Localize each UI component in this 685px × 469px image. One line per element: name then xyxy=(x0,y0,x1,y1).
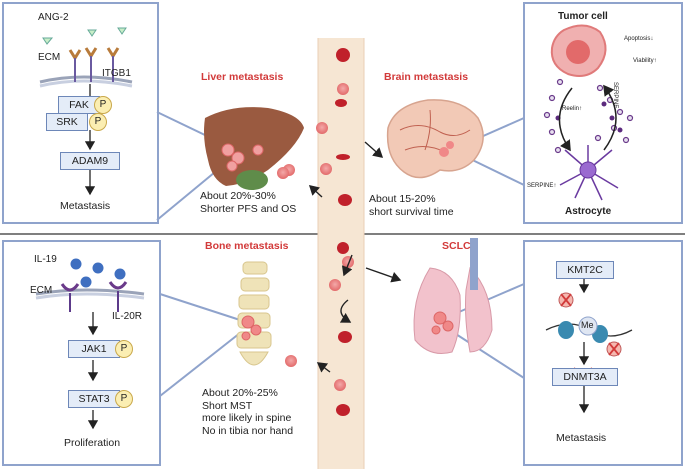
apoptosis-label: Apoptosis↓ xyxy=(624,36,654,42)
proliferation-label: Proliferation xyxy=(64,437,121,449)
jak1-box: JAK1 xyxy=(68,340,120,358)
circulating-tumor-cells xyxy=(283,83,354,391)
stat3-box: STAT3 xyxy=(68,390,120,408)
brain-caption-line: short survival time xyxy=(369,205,454,218)
spine-illustration xyxy=(236,261,272,366)
astrocyte-label: Astrocyte xyxy=(565,206,612,217)
liver-caption-line: About 20%-30% xyxy=(200,190,276,202)
dnmt3a-box: DNMT3A xyxy=(552,368,618,386)
bone-caption-line: No in tibia nor hand xyxy=(202,424,294,437)
brain-pathway-panel xyxy=(523,2,683,224)
lung-illustration xyxy=(413,238,493,354)
bone-caption: About 20%-25% Short MST more likely in s… xyxy=(202,387,293,437)
sclc-pathway-panel xyxy=(523,240,683,466)
ang2-label: ANG-2 xyxy=(38,12,69,23)
adam9-box: ADAM9 xyxy=(60,152,120,170)
bone-title: Bone metastasis xyxy=(205,240,289,252)
sclc-title: SCLC xyxy=(442,240,471,252)
srk-box: SRK xyxy=(46,113,88,131)
ecm-label: ECM xyxy=(30,285,53,296)
itgb1-label: ITGB1 xyxy=(102,68,131,79)
ecm-label: ECM xyxy=(38,52,61,63)
il20r-label: IL-20R xyxy=(112,311,143,322)
stat3-phospho: P xyxy=(115,390,133,408)
liver-caption: About 20%-30% Shorter PFS and OS xyxy=(200,190,296,215)
bone-caption-line: Short MST xyxy=(202,399,253,412)
liver-caption-line: Shorter PFS and OS xyxy=(200,202,297,215)
srk-phospho: P xyxy=(89,113,107,131)
tumor-cell-label: Tumor cell xyxy=(558,11,608,22)
il19-label: IL-19 xyxy=(34,254,57,265)
sclc-metastasis-label: Metastasis xyxy=(556,432,607,444)
bone-caption-line: About 20%-25% xyxy=(202,387,278,399)
brain-panel-graphics xyxy=(543,24,634,201)
brain-caption-line: About 15-20% xyxy=(369,193,436,205)
reelin-label: Reelin↑ xyxy=(562,106,583,112)
bone-panel-graphics xyxy=(35,258,145,430)
brain-title: Brain metastasis xyxy=(384,71,469,83)
brain-illustration xyxy=(386,99,484,179)
liver-metastasis-label: Metastasis xyxy=(60,200,111,212)
viability-label: Viability↑ xyxy=(633,58,657,64)
fak-phospho: P xyxy=(94,96,112,114)
liver-title: Liver metastasis xyxy=(201,71,284,83)
me-label: Me xyxy=(581,320,594,330)
bone-caption-line: more likely in spine xyxy=(202,412,292,424)
jak1-phospho: P xyxy=(115,340,133,358)
red-blood-cells xyxy=(335,48,352,416)
serpine-up-label: SERPINE↑ xyxy=(527,183,557,189)
bone-pathway-panel xyxy=(2,240,161,466)
kmt2c-box: KMT2C xyxy=(556,261,614,279)
liver-pathway-panel xyxy=(2,2,159,224)
liver-panel-graphics xyxy=(39,27,133,196)
brain-caption: About 15-20% short survival time xyxy=(369,193,454,218)
serpine-label: SERPINE xyxy=(612,82,618,109)
